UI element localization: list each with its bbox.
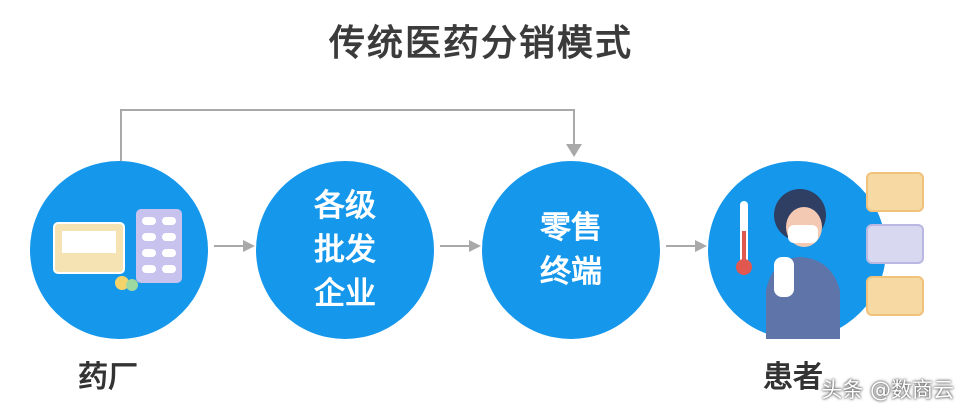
patient-label: 患者	[763, 360, 823, 395]
patient-node	[708, 161, 886, 339]
bypass-arrow-line	[120, 109, 575, 161]
wholesale-line-2: 批发	[314, 232, 376, 268]
tissue-box-icon	[866, 276, 924, 316]
factory-node	[30, 161, 208, 339]
watermark-text: 头条 @数商云	[821, 378, 954, 402]
wholesale-line-3: 企业	[314, 276, 376, 312]
retail-line-2: 终端	[540, 254, 602, 290]
first-aid-kit-icon	[866, 172, 924, 212]
factory-label: 药厂	[78, 360, 138, 395]
wholesale-node: 各级 批发 企业	[256, 161, 434, 339]
diagram-title: 传统医药分销模式	[328, 23, 633, 64]
medicine-icon	[53, 209, 182, 291]
retail-node: 零售 终端	[482, 161, 660, 339]
patient-icon	[736, 189, 840, 339]
retail-line-1: 零售	[540, 210, 602, 246]
wholesale-line-1: 各级	[314, 188, 376, 224]
face-mask-icon	[866, 224, 924, 264]
bypass-arrowhead	[566, 144, 582, 157]
